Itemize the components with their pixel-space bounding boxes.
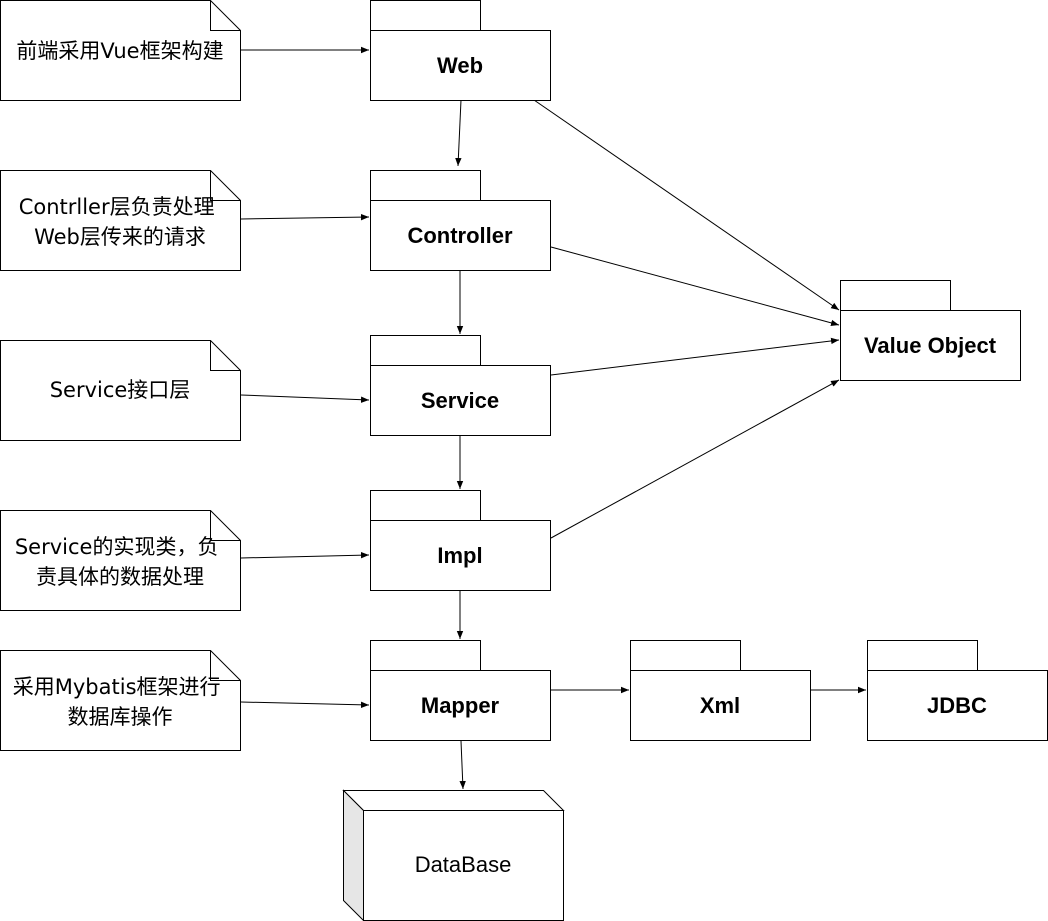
package-value-object: Value Object — [840, 280, 1021, 381]
package-xml: Xml — [630, 640, 811, 741]
package-service: Service — [370, 335, 551, 436]
note-mapper-line-2: 数据库操作 — [68, 705, 173, 729]
note-impl-line-2: 责具体的数据处理 — [36, 565, 204, 589]
database-side-face — [343, 789, 364, 921]
edge-service-to-value-object — [550, 337, 840, 376]
note-web-line-1: 前端采用Vue框架构建 — [16, 39, 223, 63]
package-controller: Controller — [370, 170, 551, 271]
database-node: DataBase — [342, 789, 565, 921]
svg-text:Service的实现类，负 责具体的数据处理: Service的实现类，负 责具体的数据处理 — [15, 535, 225, 589]
note-mapper-line-1: 采用Mybatis框架进行 — [13, 675, 221, 699]
edge-web-to-controller — [455, 99, 462, 167]
package-web-label: Web — [437, 53, 483, 78]
svg-text:采用Mybatis框架进行 数据库操作: 采用Mybatis框架进行 数据库操作 — [13, 675, 227, 729]
note-impl-line-1: Service的实现类，负 — [15, 535, 219, 559]
edge-service-note-to-service — [240, 394, 370, 403]
svg-text:Contrller层负责处理 Web层传来的请求: Contrller层负责处理 Web层传来的请求 — [19, 195, 222, 249]
edge-controller-note-to-controller — [240, 213, 370, 221]
note-service: Service接口层 — [0, 340, 241, 441]
edge-impl-to-value-object — [550, 379, 840, 539]
edge-mapper-note-to-mapper — [240, 701, 370, 709]
package-web: Web — [370, 0, 551, 101]
svg-text:Service接口层: Service接口层 — [50, 378, 191, 402]
package-service-label: Service — [421, 388, 499, 413]
svg-text:前端采用Vue框架构建: 前端采用Vue框架构建 — [16, 39, 223, 63]
package-impl: Impl — [370, 490, 551, 591]
note-web: 前端采用Vue框架构建 — [0, 0, 241, 101]
package-jdbc-label: JDBC — [927, 693, 987, 718]
edge-mapper-to-database — [459, 740, 466, 790]
edges — [240, 46, 866, 790]
note-impl: Service的实现类，负 责具体的数据处理 — [0, 510, 241, 611]
package-mapper: Mapper — [370, 640, 551, 741]
package-jdbc: JDBC — [867, 640, 1048, 741]
database-front-face — [363, 810, 564, 921]
note-service-line-1: Service接口层 — [50, 378, 191, 402]
note-controller-line-1: Contrller层负责处理 — [19, 195, 215, 219]
package-xml-label: Xml — [700, 693, 740, 718]
package-mapper-label: Mapper — [421, 693, 500, 718]
note-mapper: 采用Mybatis框架进行 数据库操作 — [0, 650, 241, 751]
database-top-face — [342, 790, 565, 811]
edge-web-to-value-object — [533, 99, 840, 311]
package-value-object-label: Value Object — [864, 333, 997, 358]
package-impl-label: Impl — [437, 543, 482, 568]
edge-controller-to-value-object — [550, 246, 840, 326]
package-controller-label: Controller — [407, 223, 513, 248]
database-label: DataBase — [415, 852, 512, 877]
note-controller-line-2: Web层传来的请求 — [34, 225, 206, 249]
edge-impl-note-to-impl — [240, 551, 370, 559]
note-controller: Contrller层负责处理 Web层传来的请求 — [0, 170, 241, 271]
